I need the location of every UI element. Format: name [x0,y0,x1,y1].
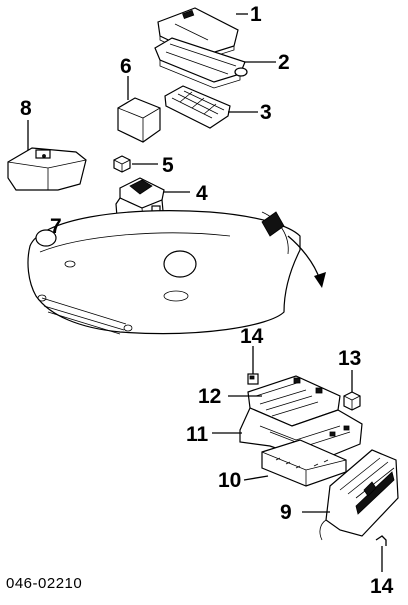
callout-8: 8 [20,97,32,120]
callout-6: 6 [120,55,132,78]
callout-9: 9 [280,501,292,524]
part-11-fuse-frame [239,407,363,463]
callout-12: 12 [198,385,222,408]
callout-14-top: 14 [240,325,264,348]
callout-11: 11 [186,423,209,446]
part-13-block [343,391,361,411]
part-8-module [7,147,87,191]
part-14-clip-top [247,373,259,385]
callout-2: 2 [278,51,290,74]
callout-3: 3 [260,101,272,124]
callout-4: 4 [196,182,208,205]
callout-1: 1 [250,3,262,26]
callout-14-bottom: 14 [370,575,394,598]
figure-code: 046-02210 [6,575,83,592]
callout-7: 7 [50,215,62,238]
part-2-tray [154,37,248,89]
leader-10 [243,475,269,481]
part-6-relay [117,97,161,143]
part-9-fuse-box [319,449,399,541]
part-3-relay-plate [164,85,231,129]
callout-10: 10 [218,469,242,492]
callout-13: 13 [338,347,362,370]
direction-arrow [287,235,326,288]
part-14-clip-bottom [375,535,387,546]
car-front-body [27,210,301,335]
callout-5: 5 [162,154,174,177]
part-5-small-relay [113,155,131,173]
